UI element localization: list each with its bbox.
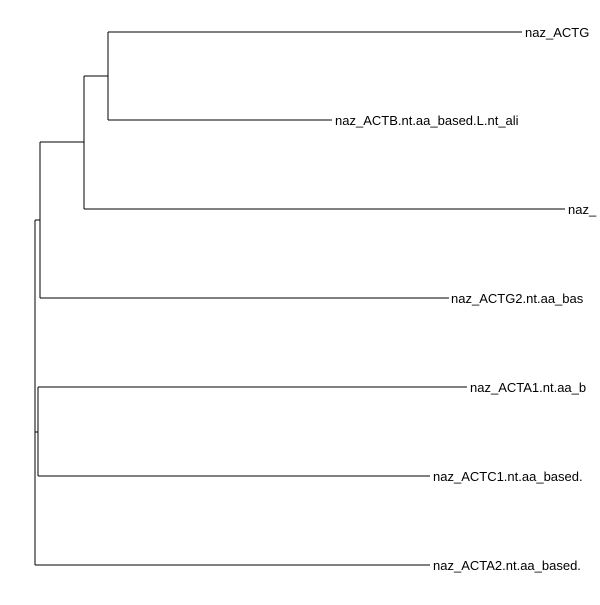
tip-label: naz_ACTA1.nt.aa_b xyxy=(470,380,586,395)
tip-label: naz_ACTB.nt.aa_based.L.nt_ali xyxy=(335,113,519,128)
tip-label: naz_ACTC1.nt.aa_based. xyxy=(433,469,583,484)
tip-label: naz_ xyxy=(568,202,597,217)
tip-label: naz_ACTA2.nt.aa_based. xyxy=(433,558,581,573)
tip-labels: naz_ACTG naz_ACTB.nt.aa_based.L.nt_ali n… xyxy=(335,25,597,573)
tip-label: naz_ACTG2.nt.aa_bas xyxy=(451,291,584,306)
tip-label: naz_ACTG xyxy=(525,25,589,40)
tree-branches xyxy=(34,31,565,566)
